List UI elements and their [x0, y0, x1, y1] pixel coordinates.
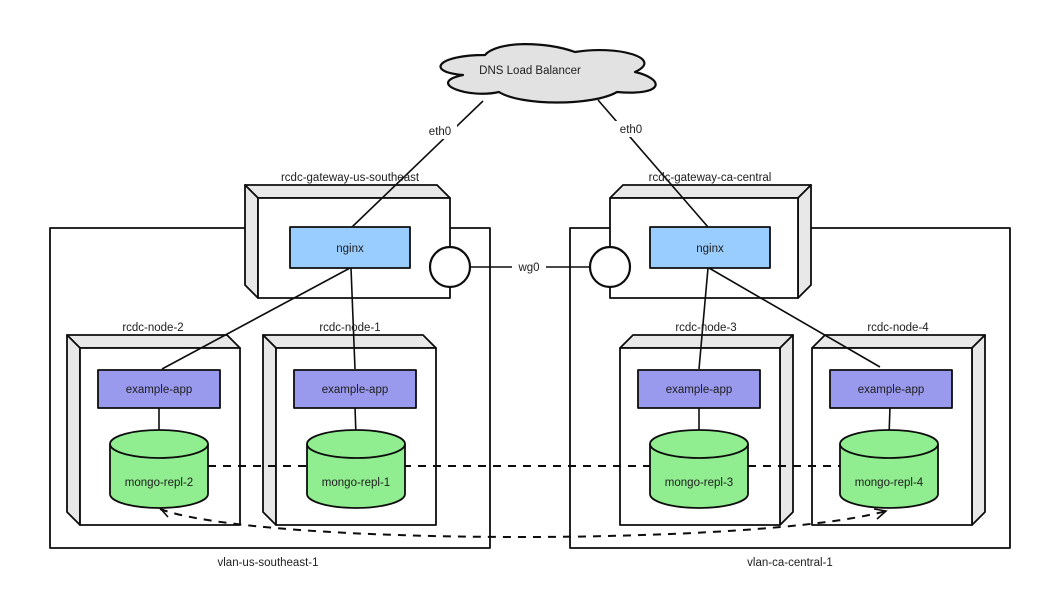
- mongo-repl-3-top: [649, 429, 749, 459]
- example-app-node-1-box: [293, 369, 417, 409]
- edge-nginx-right-to-node-3-app: [698, 267, 709, 370]
- eth0-left-label-bg: [423, 123, 457, 139]
- node-2-label: rcdc-node-2: [122, 322, 183, 334]
- example-app-node-2-box: [97, 369, 221, 409]
- replication-arrowhead-right: [873, 508, 888, 520]
- nginx-left-label: nginx: [336, 243, 364, 255]
- nginx-right-box: [649, 226, 771, 269]
- gateway-ca-central-label: rcdc-gateway-ca-central: [649, 172, 772, 184]
- node-4-top-face: [811, 334, 986, 349]
- gateway-ca-central-box: [609, 184, 812, 299]
- node-1-top-face: [262, 334, 437, 349]
- mongo-repl-2-label: mongo-repl-2: [125, 477, 193, 489]
- nginx-left-box: [289, 226, 411, 269]
- mongo-repl-1-cylinder: [306, 429, 406, 509]
- mongo-repl-4-body: [839, 444, 939, 509]
- wg0-interface-circle-left: [428, 245, 472, 289]
- example-app-node-3-box: [637, 369, 761, 409]
- example-app-node-4-label: example-app: [858, 384, 924, 396]
- eth0-right-label-bg: [614, 121, 648, 137]
- mongo-repl-1-label: mongo-repl-1: [322, 477, 390, 489]
- mongo-repl-1-body: [306, 444, 406, 509]
- gateway-us-southeast-side-face: [244, 184, 259, 299]
- nginx-right-label: nginx: [696, 243, 724, 255]
- wg0-label: wg0: [517, 262, 539, 274]
- mongo-repl-2-top: [109, 429, 209, 459]
- node-1-side-face: [262, 334, 277, 526]
- edge-nginx-right-to-node-4-app: [708, 267, 881, 368]
- gateway-us-southeast-label: rcdc-gateway-us-southeast: [281, 172, 420, 184]
- mongo-repl-4-cylinder: [839, 429, 939, 509]
- edge-mongo-replication-curve: [159, 508, 887, 538]
- gateway-us-southeast-top-face: [244, 184, 451, 199]
- mongo-repl-3-label: mongo-repl-3: [665, 477, 733, 489]
- mongo-repl-1-top: [306, 429, 406, 459]
- node-4-label: rcdc-node-4: [867, 322, 929, 334]
- mongo-repl-2-body: [109, 444, 209, 509]
- mongo-repl-4-top: [839, 429, 939, 459]
- mongo-repl-4-label: mongo-repl-4: [855, 477, 924, 489]
- example-app-node-2-label: example-app: [126, 384, 192, 396]
- mongo-repl-3-body: [649, 444, 749, 509]
- eth0-right-label: eth0: [620, 124, 642, 136]
- node-2-side-face: [66, 334, 81, 526]
- wg0-interface-circle-right: [588, 245, 632, 289]
- example-app-node-3-label: example-app: [666, 384, 732, 396]
- node-3-top-face: [619, 334, 794, 349]
- node-4-side-face: [971, 334, 986, 526]
- example-app-node-1-label: example-app: [322, 384, 388, 396]
- example-app-node-4-box: [829, 369, 953, 409]
- node-3-side-face: [779, 334, 794, 526]
- edge-nginx-left-to-node-2-app: [161, 267, 351, 370]
- edge-nginx-left-to-node-1-app: [350, 267, 356, 370]
- node-3-label: rcdc-node-3: [675, 322, 736, 334]
- vlan-ca-central-1-label: vlan-ca-central-1: [747, 557, 833, 569]
- mongo-repl-3-cylinder: [649, 429, 749, 509]
- mongo-repl-2-cylinder: [109, 429, 209, 509]
- node-1-label: rcdc-node-1: [319, 322, 380, 334]
- wg0-label-bg: [512, 259, 546, 275]
- gateway-ca-central-top-face: [609, 184, 812, 199]
- eth0-left-label: eth0: [429, 126, 451, 138]
- cloud-label: DNS Load Balancer: [479, 65, 581, 77]
- gateway-ca-central-side-face: [797, 184, 812, 299]
- vlan-us-southeast-1-label: vlan-us-southeast-1: [218, 557, 319, 569]
- dns-load-balancer-cloud: [439, 43, 657, 104]
- edge-cloud-to-nginx-left: [351, 100, 484, 228]
